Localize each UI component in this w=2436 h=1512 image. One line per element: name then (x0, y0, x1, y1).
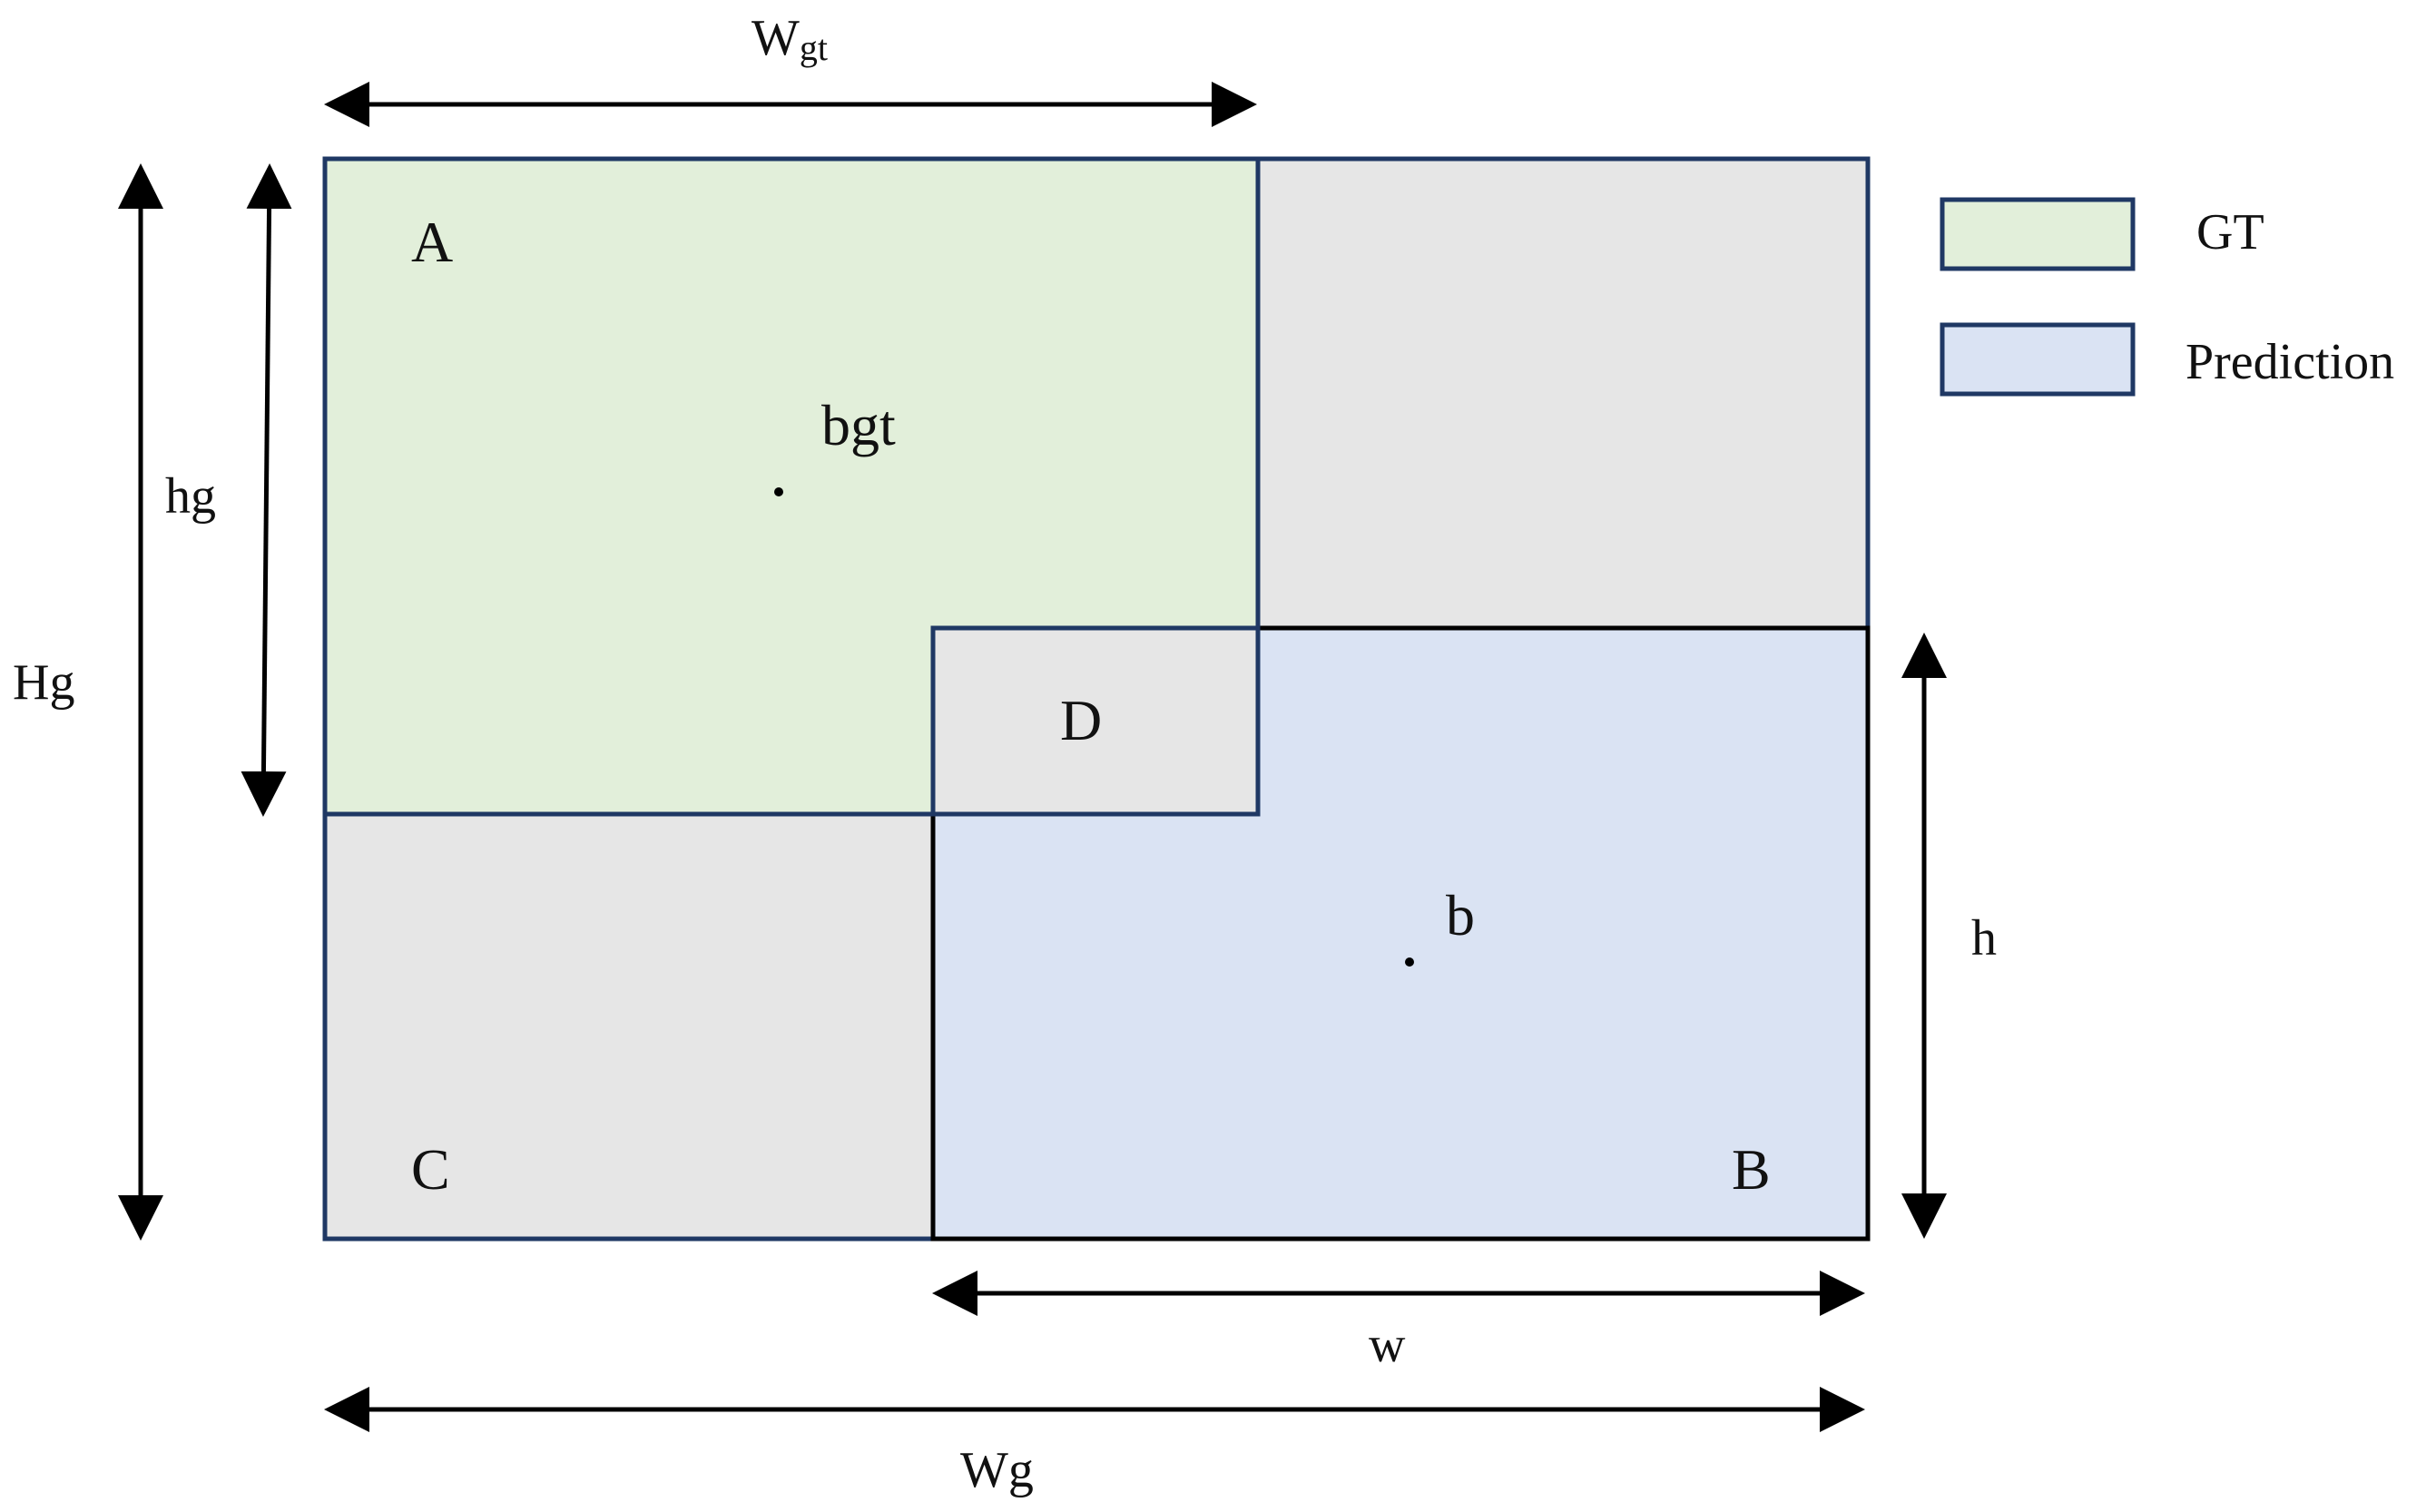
corner-label-b: B (1732, 1137, 1771, 1202)
hg-gt-arrow (241, 163, 292, 817)
corner-label-a: A (411, 210, 453, 274)
legend-gt-label: GT (2196, 204, 2264, 260)
legend-prediction-label: Prediction (2186, 334, 2394, 390)
w-label: w (1369, 1317, 1406, 1373)
w-gt-label: Wgt (751, 10, 828, 68)
gt-center-point (774, 487, 783, 496)
hg-gt-label: hg (165, 468, 216, 525)
gt-center-label: bgt (821, 393, 896, 457)
w-gt-label-main: W (751, 10, 800, 66)
w-gt-label-sub: gt (800, 27, 828, 68)
intersection-box (930, 625, 1261, 817)
legend-prediction-swatch (1940, 322, 2136, 397)
hg-enclosing-label: Hg (13, 654, 74, 711)
corner-label-d: D (1060, 688, 1102, 752)
legend-gt-swatch (1940, 197, 2136, 271)
prediction-center-label: b (1446, 883, 1475, 947)
legend: GT Prediction (1940, 197, 2394, 397)
wg-label: Wg (960, 1442, 1034, 1498)
corner-label-c: C (411, 1137, 450, 1202)
h-label: h (1971, 910, 1997, 967)
prediction-center-point (1405, 957, 1414, 967)
